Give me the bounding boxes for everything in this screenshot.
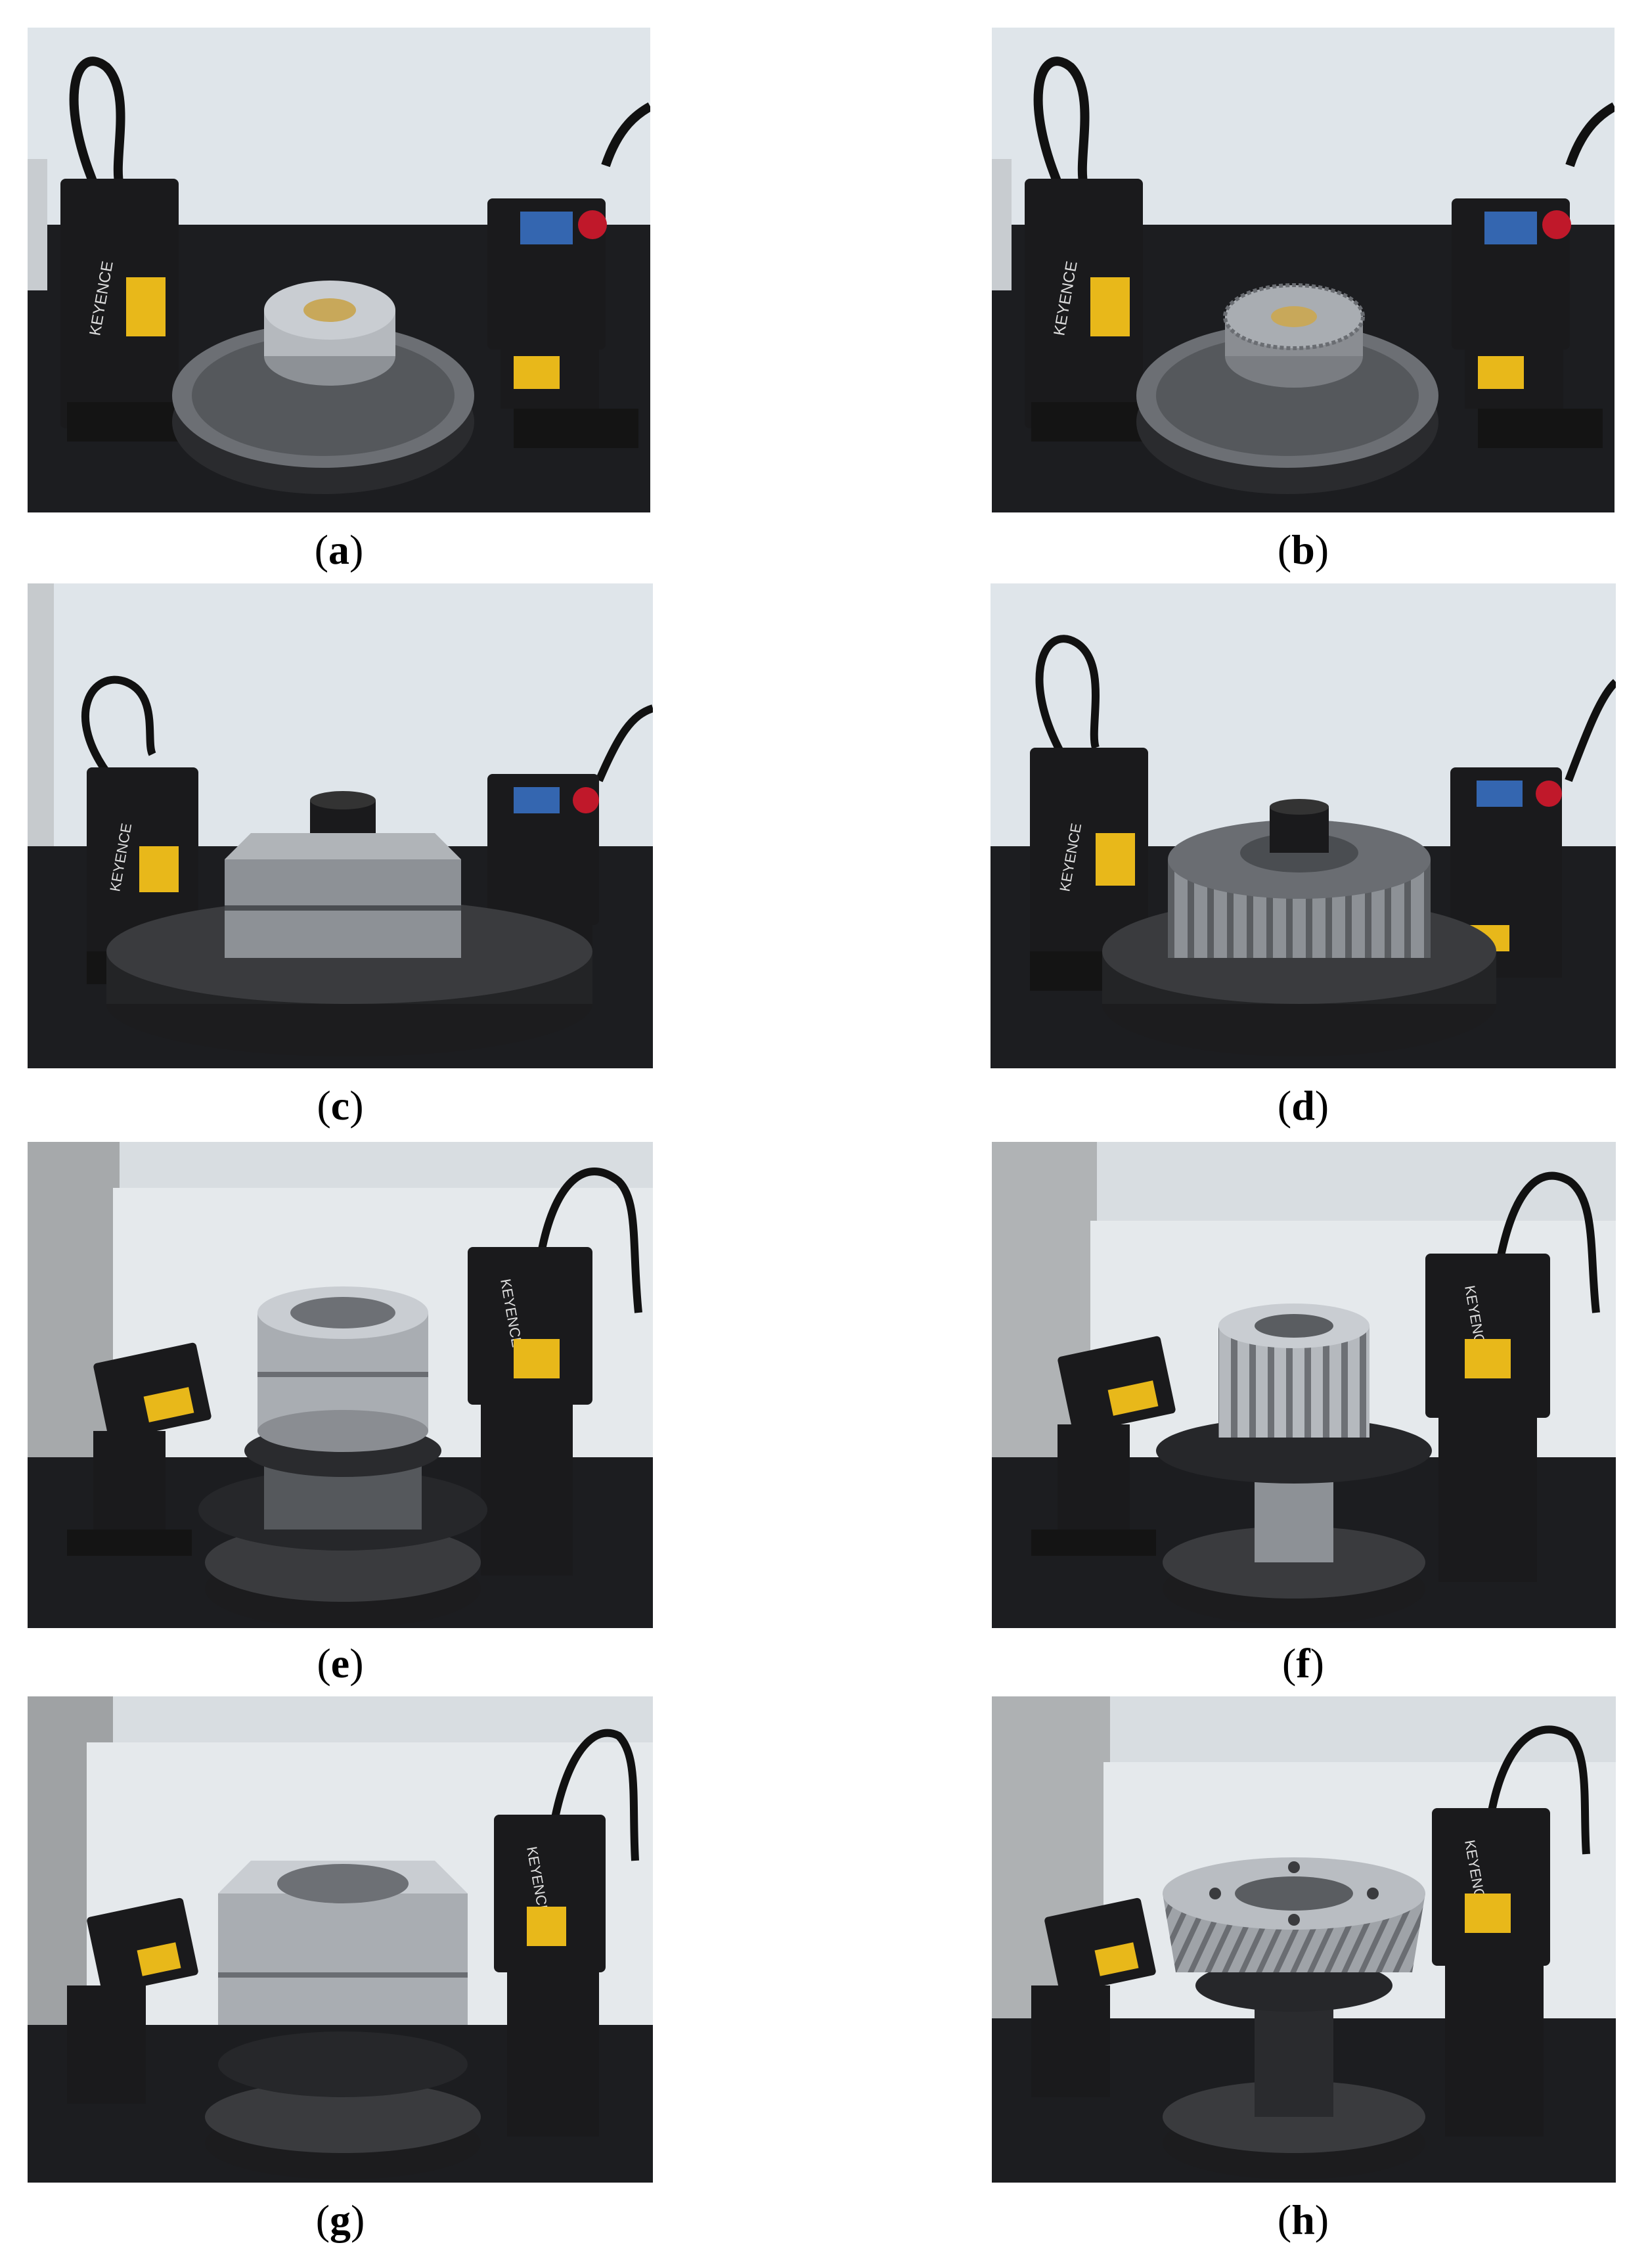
photo-c-image: KEYENCE — [28, 583, 653, 1068]
photo-b-image: KEYENCE — [992, 28, 1615, 512]
caption-open: ( — [1277, 526, 1292, 573]
photo-panel-d: KEYENCE — [991, 583, 1616, 1068]
caption-open: ( — [317, 1640, 331, 1687]
caption-e: (e) — [275, 1643, 406, 1685]
caption-f: (f) — [1237, 1643, 1369, 1685]
caption-open: ( — [1282, 1640, 1297, 1687]
caption-close: ) — [349, 526, 364, 573]
caption-c: (c) — [275, 1085, 406, 1127]
caption-letter: e — [330, 1640, 350, 1687]
caption-open: ( — [1277, 2196, 1292, 2243]
photo-e-image: KEYENCE — [28, 1142, 653, 1628]
caption-g: (g) — [275, 2199, 406, 2241]
caption-letter: b — [1291, 526, 1315, 573]
caption-d: (d) — [1237, 1085, 1369, 1127]
photo-f-image: KEYENCE — [992, 1142, 1616, 1628]
caption-a: (a) — [273, 529, 405, 571]
caption-close: ) — [1314, 2196, 1329, 2243]
photo-panel-h: KEYENCE — [992, 1696, 1616, 2183]
caption-close: ) — [1314, 526, 1329, 573]
caption-letter: c — [330, 1082, 350, 1129]
photo-panel-g: KEYENCE — [28, 1696, 653, 2183]
caption-close: ) — [349, 1082, 364, 1129]
caption-open: ( — [315, 2196, 330, 2243]
photo-panel-b: KEYENCE — [992, 28, 1615, 512]
caption-open: ( — [317, 1082, 331, 1129]
photo-panel-a: KEYENCE — [28, 28, 650, 512]
caption-close: ) — [349, 1640, 364, 1687]
caption-close: ) — [351, 2196, 365, 2243]
caption-open: ( — [314, 526, 328, 573]
caption-b: (b) — [1237, 529, 1369, 571]
photo-d-image: KEYENCE — [991, 583, 1616, 1068]
caption-h: (h) — [1237, 2199, 1369, 2241]
caption-letter: f — [1296, 1640, 1310, 1687]
caption-letter: h — [1291, 2196, 1315, 2243]
caption-open: ( — [1277, 1082, 1292, 1129]
photo-panel-e: KEYENCE — [28, 1142, 653, 1628]
photo-panel-f: KEYENCE — [992, 1142, 1616, 1628]
caption-letter: g — [330, 2196, 351, 2243]
photo-h-image: KEYENCE — [992, 1696, 1616, 2183]
photo-g-image: KEYENCE — [28, 1696, 653, 2183]
caption-close: ) — [1310, 1640, 1324, 1687]
caption-letter: a — [328, 526, 349, 573]
photo-panel-c: KEYENCE — [28, 583, 653, 1068]
caption-letter: d — [1291, 1082, 1315, 1129]
photo-a-image: KEYENCE — [28, 28, 650, 512]
caption-close: ) — [1314, 1082, 1329, 1129]
